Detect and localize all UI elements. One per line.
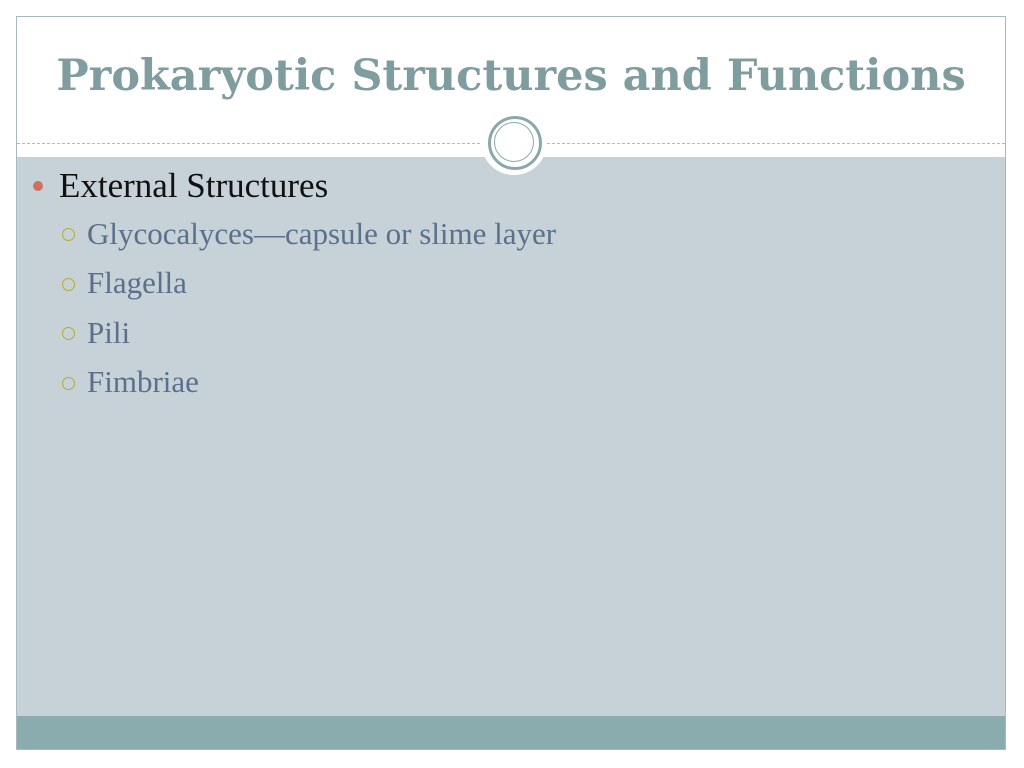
bullet-ring-icon xyxy=(62,228,75,242)
sub-bullet-label: Fimbriae xyxy=(87,364,199,400)
ornament-ring xyxy=(488,116,542,170)
circle-ornament-icon xyxy=(481,109,547,175)
bullet-dot-icon xyxy=(33,181,43,191)
sub-bullet-item: Flagella xyxy=(62,259,556,309)
bullet-list: External Structures Glycocalyces—capsule… xyxy=(30,163,556,407)
sub-bullet-label: Flagella xyxy=(87,265,187,301)
sub-bullet-item: Fimbriae xyxy=(62,358,556,408)
sub-bullet-item: Glycocalyces—capsule or slime layer xyxy=(62,209,556,259)
bullet-label: External Structures xyxy=(59,166,329,205)
sub-bullet-item: Pili xyxy=(62,308,556,358)
content-area xyxy=(17,157,1005,716)
slide-title: Prokaryotic Structures and Functions xyxy=(56,51,966,101)
bullet-ring-icon xyxy=(62,376,75,390)
bullet-ring-icon xyxy=(62,277,75,291)
slide: Prokaryotic Structures and Functions xyxy=(16,16,1006,750)
bullet-item: External Structures xyxy=(30,163,556,209)
sub-bullet-label: Glycocalyces—capsule or slime layer xyxy=(87,215,557,251)
ornament-ring-inner xyxy=(494,122,534,162)
footer-bar xyxy=(17,716,1005,749)
sub-bullet-label: Pili xyxy=(87,314,131,350)
bullet-ring-icon xyxy=(62,327,75,341)
